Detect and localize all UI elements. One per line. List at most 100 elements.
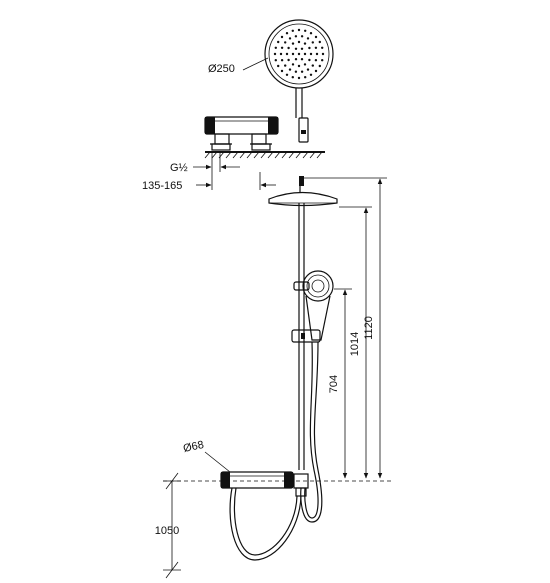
nozzle-dot [291, 42, 295, 45]
handshower-height-dim [339, 206, 372, 479]
hatch-mark [274, 151, 281, 159]
hatch-mark [232, 151, 239, 159]
nozzle-dot [300, 70, 304, 73]
nozzle-dot [277, 40, 280, 44]
nozzle-dot [285, 52, 289, 56]
hatch-mark [253, 151, 260, 159]
centers-label: 135-165 [142, 180, 182, 192]
hatch-mark [295, 151, 302, 159]
nozzle-dot [284, 64, 287, 67]
nozzle-dot [303, 52, 307, 56]
nozzle-dot [288, 37, 292, 40]
nozzle-dot [285, 32, 289, 35]
nozzle-dot [304, 76, 307, 79]
nozzle-dot [306, 68, 310, 71]
nozzle-dot [277, 64, 280, 68]
nozzle-dot [315, 52, 319, 56]
head-diameter-label: Ø250 [208, 63, 235, 75]
nozzle-dot [321, 59, 324, 62]
thread-label: G½ [170, 162, 188, 174]
nozzle-dot [279, 52, 283, 56]
shower-hose [300, 341, 323, 523]
hatch-mark [302, 151, 309, 159]
hatch-mark [316, 151, 323, 159]
nozzle-dot [303, 63, 307, 66]
overhead-shower-side [268, 176, 338, 207]
total-height-label: 1120 [363, 316, 375, 340]
nozzle-dot [297, 52, 301, 56]
nozzle-dot [300, 58, 304, 61]
nozzle-dot [314, 35, 318, 39]
head-diameter-leader [242, 57, 269, 71]
nozzle-dot [318, 40, 321, 44]
nozzle-dot [300, 35, 304, 38]
nozzle-dot [294, 70, 298, 73]
nozzle-dot [314, 69, 318, 73]
mixer-top-view [204, 116, 279, 151]
hatch-marks [204, 151, 323, 159]
nozzle-dot [284, 41, 287, 44]
hatch-mark [260, 151, 267, 159]
nozzle-dot [280, 69, 284, 73]
hand-shower [291, 270, 334, 343]
nozzle-dot [303, 42, 307, 45]
nozzle-dot [321, 46, 324, 49]
slide-height-dim [334, 288, 352, 479]
nozzle-dot [294, 47, 298, 50]
nozzle-dot [280, 59, 284, 62]
hatch-mark [267, 151, 274, 159]
nozzle-dot [294, 58, 298, 61]
nozzle-dot [311, 41, 314, 44]
nozzle-dot [294, 35, 298, 38]
nozzle-dot [297, 64, 301, 68]
nozzle-dot [321, 52, 325, 56]
nozzle-dot [273, 52, 277, 56]
nozzle-dot [300, 47, 304, 50]
hatch-mark [309, 151, 316, 159]
nozzle-dot [274, 46, 277, 49]
lower-hose [229, 487, 302, 561]
nozzle-dot [314, 59, 318, 62]
nozzle-dot [297, 76, 301, 80]
nozzle-dot [309, 73, 313, 77]
hatch-mark [211, 151, 218, 159]
slide-height-label: 704 [328, 375, 340, 393]
nozzle-dot [291, 63, 295, 66]
nozzle-dot [309, 32, 313, 35]
hatch-mark [281, 151, 288, 159]
nozzle-dot [304, 29, 307, 32]
nozzle-dot [288, 68, 292, 71]
nozzle-dot [297, 28, 301, 32]
nozzle-dot [285, 73, 289, 77]
nozzle-dot [309, 52, 313, 56]
hatch-mark [246, 151, 253, 159]
body-diameter-leader [204, 451, 231, 473]
body-diameter-label: Ø68 [182, 439, 205, 455]
nozzle-dot [287, 58, 290, 62]
install-height-dim [163, 472, 181, 579]
shower-head-top-view [264, 19, 334, 143]
nozzle-dot [291, 29, 294, 32]
nozzle-dot [308, 46, 311, 50]
hatch-mark [239, 151, 246, 159]
nozzle-dot [280, 35, 284, 39]
nozzle-dot [311, 64, 314, 67]
nozzle-dot [297, 40, 301, 44]
nozzle-dot [306, 37, 310, 40]
nozzle-dot [318, 64, 321, 68]
nozzle-dot [274, 59, 277, 62]
nozzle-dot [291, 76, 294, 79]
shower-head-nozzles [273, 28, 325, 80]
nozzle-dot [291, 52, 295, 56]
nozzle-dot [280, 46, 284, 49]
hatch-mark [204, 151, 211, 159]
total-height-dim [304, 177, 387, 479]
nozzle-dot [308, 58, 311, 62]
thermostatic-mixer [220, 471, 309, 497]
handshower-height-label: 1014 [349, 332, 361, 356]
wall-hatch [204, 151, 325, 159]
hatch-mark [288, 151, 295, 159]
nozzle-dot [287, 46, 290, 50]
hatch-mark [225, 151, 232, 159]
